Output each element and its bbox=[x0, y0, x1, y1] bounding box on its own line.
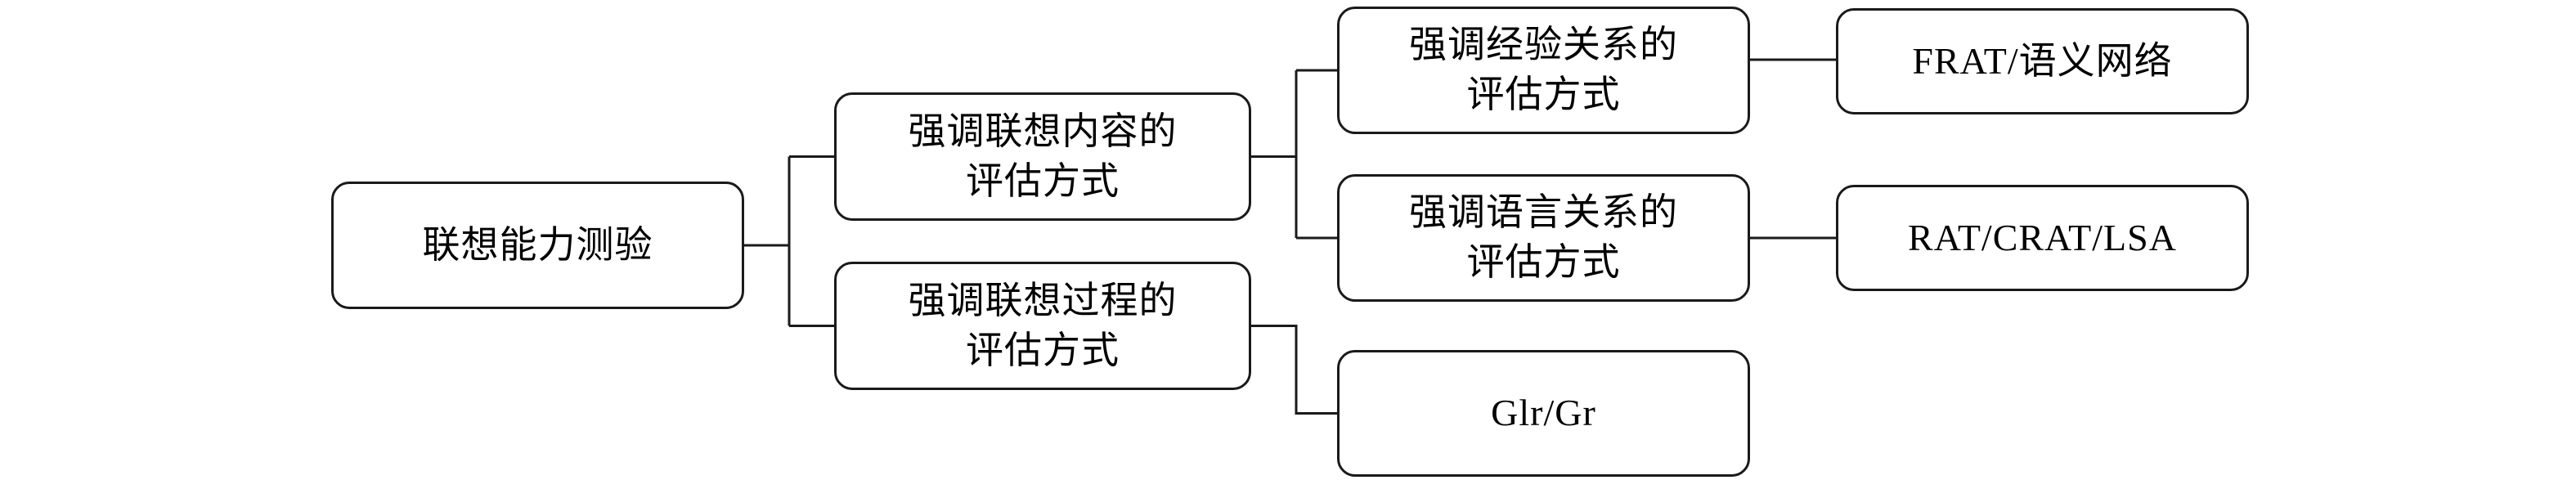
node-association-content-assessment: 强调联想内容的 评估方式 bbox=[834, 92, 1251, 221]
node-root-association-ability-test: 联想能力测验 bbox=[331, 182, 744, 309]
node-experience-relation-assessment: 强调经验关系的 评估方式 bbox=[1337, 7, 1750, 134]
node-association-process-assessment: 强调联想过程的 评估方式 bbox=[834, 262, 1251, 390]
node-frat-semantic-network: FRAT/语义网络 bbox=[1836, 8, 2249, 114]
node-language-relation-assessment: 强调语言关系的 评估方式 bbox=[1337, 174, 1750, 302]
node-glr-gr: Glr/Gr bbox=[1337, 350, 1750, 477]
node-rat-crat-lsa: RAT/CRAT/LSA bbox=[1836, 185, 2249, 291]
